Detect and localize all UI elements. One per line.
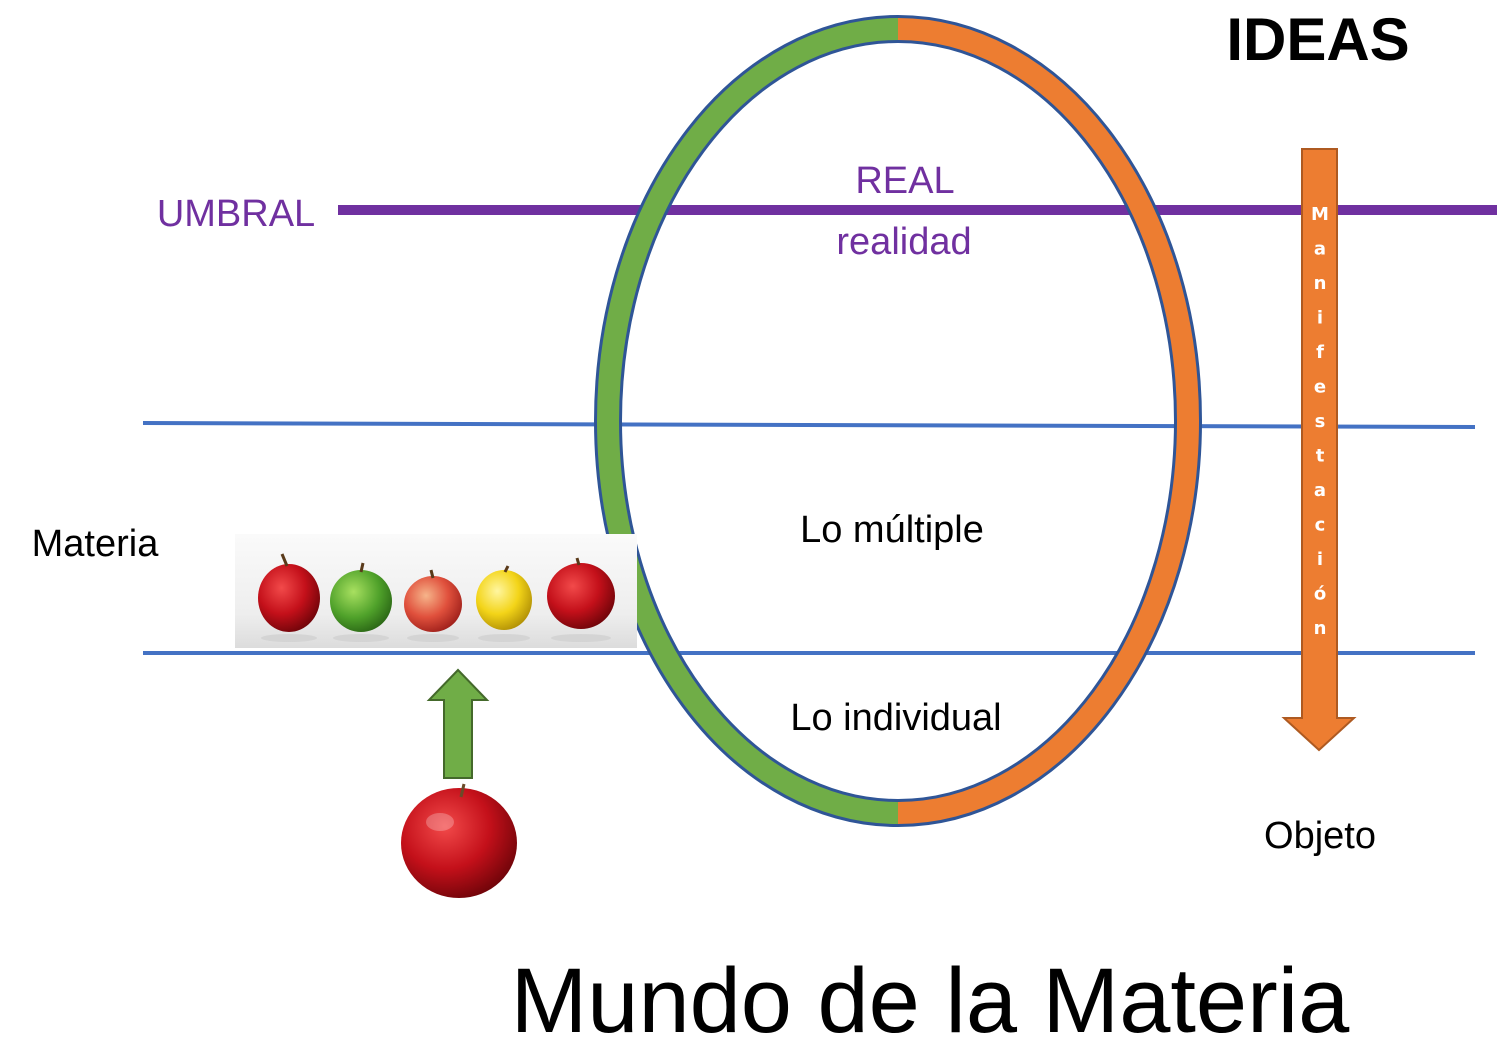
apple-4-icon <box>476 565 532 642</box>
materia-label: Materia <box>32 523 160 565</box>
orange-half-arc <box>897 18 1199 824</box>
apple-5-icon <box>547 557 615 642</box>
footer-title: Mundo de la Materia <box>511 950 1351 1047</box>
manifestacion-letter: f <box>1316 342 1324 363</box>
manifestacion-letter: n <box>1314 618 1327 639</box>
ideas-title: IDEAS <box>1226 6 1409 73</box>
manifestacion-letter: a <box>1314 239 1326 260</box>
single-apple-icon <box>401 783 517 898</box>
reality-ellipse <box>594 15 1202 827</box>
manifestacion-letter: t <box>1316 446 1325 467</box>
realidad-label: realidad <box>836 221 971 263</box>
objeto-label: Objeto <box>1264 815 1376 857</box>
green-up-arrow <box>426 668 490 779</box>
lo-individual-label: Lo individual <box>790 697 1001 739</box>
manifestacion-letter: a <box>1314 480 1326 501</box>
upper-blue-line <box>142 421 1476 429</box>
green-half-arc <box>597 18 899 824</box>
apple-1-icon <box>258 553 320 642</box>
manifestacion-letter: M <box>1311 204 1329 225</box>
manifestacion-letter: n <box>1314 273 1327 294</box>
apple-2-icon <box>330 562 392 642</box>
manifestacion-letter: ó <box>1314 584 1326 605</box>
manifestacion-letter: i <box>1317 308 1323 329</box>
apple-3-icon <box>404 569 462 642</box>
manifestacion-letter: c <box>1315 515 1326 536</box>
manifestacion-arrow <box>1281 148 1357 752</box>
manifestacion-letter: i <box>1317 549 1323 570</box>
manifestacion-letter: s <box>1315 411 1326 432</box>
umbral-label: UMBRAL <box>157 193 315 235</box>
manifestacion-letter: e <box>1314 377 1326 398</box>
apple-row-photo <box>235 534 637 648</box>
lo-multiple-label: Lo múltiple <box>800 509 984 551</box>
real-label: REAL <box>855 160 954 202</box>
